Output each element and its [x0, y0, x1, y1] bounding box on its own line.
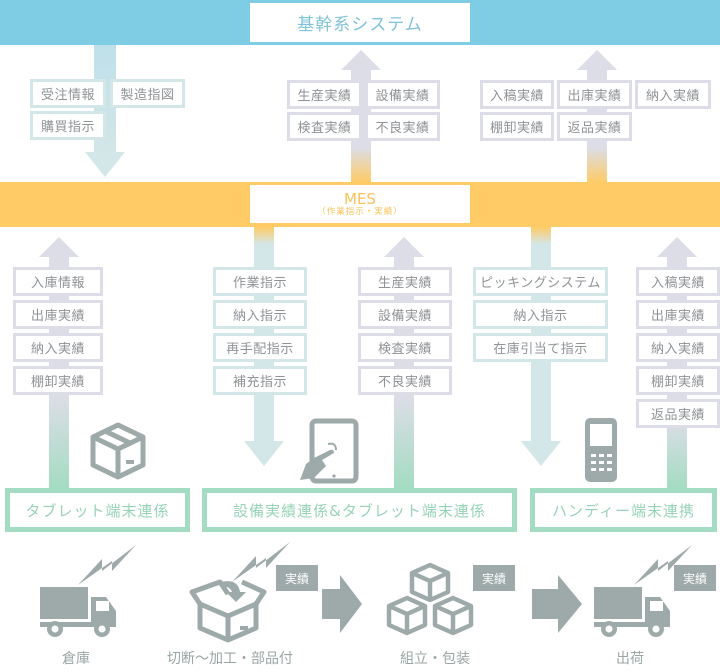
flow-label-work-order: 作業指示 [213, 267, 307, 296]
flow-label-defect: 不良実績 [365, 112, 440, 141]
results-up-arrow-head [341, 50, 381, 70]
flow-label-stocktake: 棚卸実績 [13, 366, 103, 395]
flow-label-receipt: 入稿実績 [480, 80, 554, 109]
flow-label-order-info: 受注情報 [30, 79, 106, 108]
flow-label-delivery: 納入実績 [635, 80, 711, 109]
tablet-connection-box: タブレット端末連係 [5, 488, 190, 532]
truck-icon [40, 587, 116, 637]
flow-label-manufacturing-order: 製造指図 [110, 79, 185, 108]
flow-label-picking-system: ピッキングシステム [473, 267, 608, 296]
flow-label-defect: 不良実績 [358, 366, 452, 395]
inventory-up-arrow-head [577, 50, 617, 70]
flow-label-replenish: 補充指示 [213, 366, 307, 395]
result-badge: 実績 [674, 565, 716, 591]
flow-label-purchase-order: 購買指示 [30, 111, 106, 140]
order-down-arrow-head [85, 152, 125, 177]
flow-label-inspection: 検査実績 [358, 333, 452, 362]
equipment-tablet-connection-box: 設備実績連係&タブレット端末連係 [202, 488, 517, 532]
tablet-touch-icon [300, 418, 359, 484]
flow-label-inbound: 入庫情報 [13, 267, 103, 296]
handy-down-arrow-head [521, 441, 561, 466]
lightning-icon [634, 545, 692, 585]
equipment-down-arrow-head [244, 441, 284, 466]
handheld-terminal-icon [585, 418, 617, 482]
truck-icon [594, 587, 670, 637]
mes-title: MES [344, 189, 376, 208]
process-arrow-icon [532, 575, 582, 633]
handy-connection-box: ハンディー端末連携 [530, 488, 717, 532]
flow-label-shipment: 出庫実績 [557, 80, 632, 109]
mes-subtitle: （作業指示・実績） [317, 206, 403, 217]
step-label-shipping: 出荷 [616, 651, 644, 667]
process-arrow-icon [322, 575, 362, 633]
flow-label-receipt: 入稿実績 [636, 267, 720, 296]
cardboard-box-icon [90, 422, 146, 480]
flow-label-delivery: 納入実績 [636, 333, 720, 362]
flow-label-returns: 返品実績 [636, 399, 720, 428]
flow-label-production: 生産実績 [358, 267, 452, 296]
flow-label-inspection: 検査実績 [287, 112, 362, 141]
lightning-icon [232, 542, 290, 582]
flow-label-outbound: 出庫実績 [13, 300, 103, 329]
step-label-assembly: 組立・包装 [400, 651, 470, 667]
equipment-up-arrow-head [384, 237, 424, 257]
core-system-title: 基幹系システム [250, 3, 470, 42]
step-label-processing: 切断〜加工・部品付 [167, 651, 293, 667]
result-badge: 実績 [276, 565, 318, 591]
flow-label-stocktake: 棚卸実績 [480, 112, 554, 141]
step-label-warehouse: 倉庫 [62, 651, 90, 667]
flow-label-equipment: 設備実績 [358, 300, 452, 329]
flow-label-production: 生産実績 [287, 80, 362, 109]
flow-label-delivery-order: 納入指示 [473, 300, 608, 329]
flow-label-stock-allocation: 在庫引当て指示 [473, 333, 608, 362]
flow-label-returns: 返品実績 [557, 112, 632, 141]
mes-title-box: MES （作業指示・実績） [250, 185, 470, 223]
flow-label-reorder: 再手配指示 [213, 333, 307, 362]
flow-label-stocktake: 棚卸実績 [636, 366, 720, 395]
handy-up-arrow-head [657, 237, 697, 257]
warehouse-up-arrow-head [39, 237, 79, 257]
stacked-boxes-icon [386, 562, 474, 636]
result-badge: 実績 [473, 565, 515, 591]
flow-label-delivery-order: 納入指示 [213, 300, 307, 329]
flow-label-shipment: 出庫実績 [636, 300, 720, 329]
open-box-icon [189, 579, 267, 643]
flow-label-delivery: 納入実績 [13, 333, 103, 362]
lightning-icon [78, 545, 136, 585]
flow-label-equipment: 設備実績 [365, 80, 440, 109]
